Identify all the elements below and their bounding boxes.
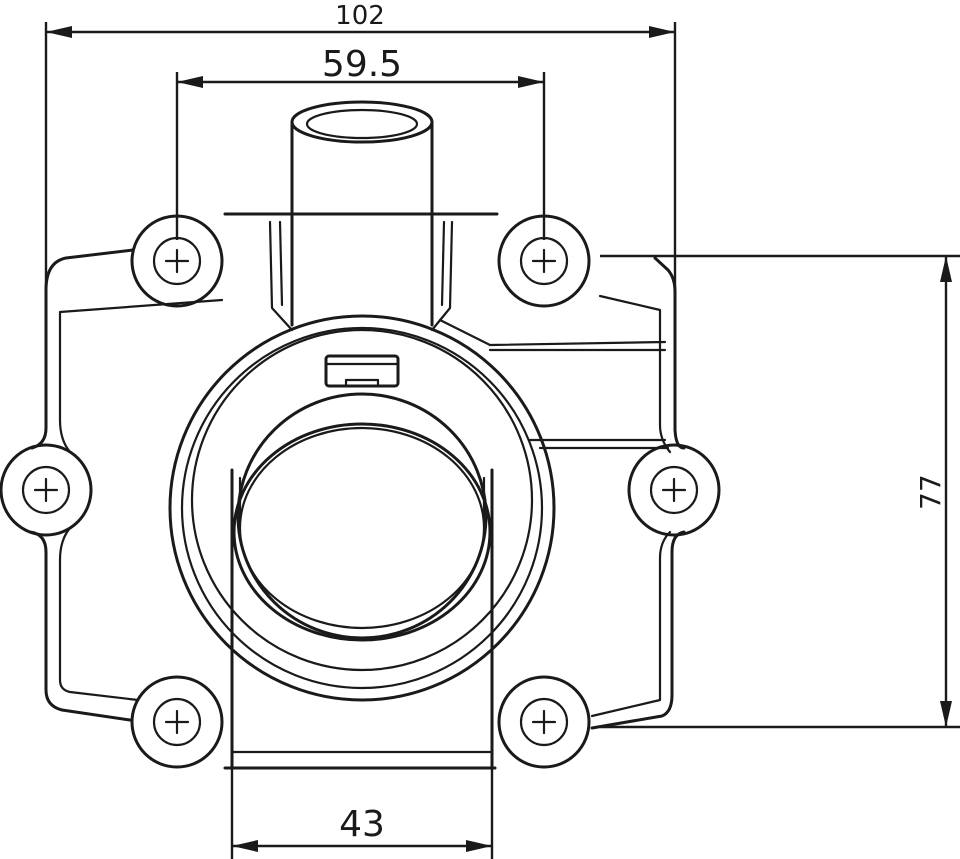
bolt-hole-bottom-right: [497, 675, 591, 769]
dimension-label-bolt-spacing-top: 59.5: [322, 44, 402, 85]
dimension-label-outlet-diameter: 43: [339, 804, 385, 845]
bolt-hole-bottom-left: [130, 675, 224, 769]
top-pipe: [268, 100, 454, 332]
side-channel: [438, 318, 670, 450]
bolt-hole-left: [0, 443, 93, 537]
dimension-bolt-spacing-top: 59.5: [175, 44, 546, 240]
flange-outline: [28, 212, 686, 770]
dimension-outlet-diameter: 43: [230, 768, 494, 859]
dimension-overall-width: 102: [44, 1, 677, 300]
dimension-label-bolt-spacing-vertical: 77: [914, 474, 947, 510]
bolt-hole-right: [627, 443, 721, 537]
dimension-label-overall-width: 102: [335, 1, 385, 31]
dimension-bolt-spacing-vertical: 77: [600, 254, 960, 729]
main-bore: [168, 314, 556, 770]
